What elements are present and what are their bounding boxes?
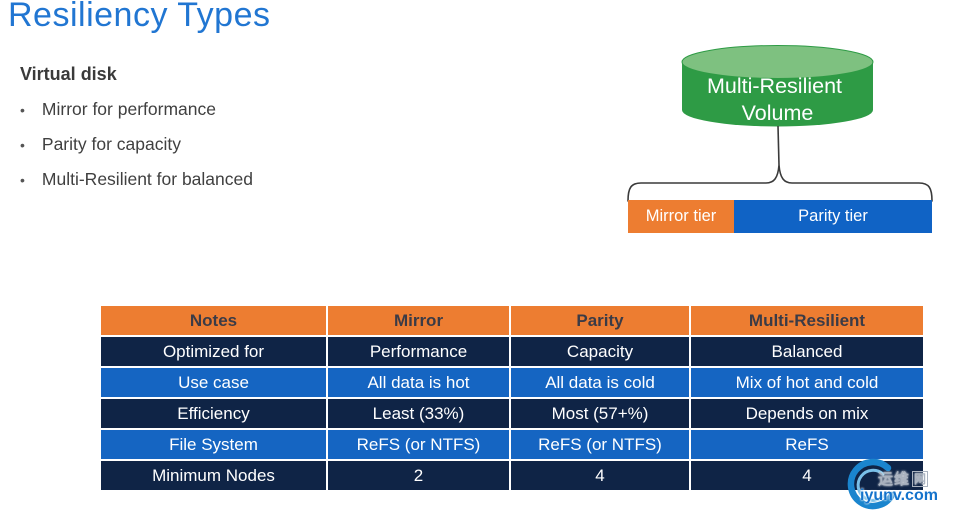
table-header-row: Notes Mirror Parity Multi-Resilient — [101, 306, 923, 335]
table-row: Efficiency Least (33%) Most (57+%) Depen… — [101, 399, 923, 428]
bullet-icon: • — [20, 137, 25, 153]
table-cell: Performance — [328, 337, 509, 366]
cylinder-top — [681, 45, 874, 79]
table-cell: All data is hot — [328, 368, 509, 397]
table-cell: 4 — [511, 461, 689, 490]
table-row: Use case All data is hot All data is col… — [101, 368, 923, 397]
table-cell: All data is cold — [511, 368, 689, 397]
table-cell: Minimum Nodes — [101, 461, 326, 490]
bullet-text: Parity for capacity — [41, 134, 181, 154]
connector-line — [777, 125, 780, 166]
table-cell: ReFS — [691, 430, 923, 459]
virtual-disk-panel: Virtual disk • Mirror for performance • … — [20, 64, 360, 190]
watermark-cn-boxed: 网 — [912, 470, 929, 487]
list-item: • Multi-Resilient for balanced — [20, 169, 360, 190]
table-cell: Depends on mix — [691, 399, 923, 428]
watermark-cn-text: 运维 网 — [878, 470, 929, 488]
list-item: • Mirror for performance — [20, 99, 360, 120]
watermark-url: iyunv.com — [860, 487, 938, 504]
mirror-tier-label: Mirror tier — [645, 207, 717, 225]
list-item: • Parity for capacity — [20, 134, 360, 155]
bullet-list: • Mirror for performance • Parity for ca… — [20, 99, 360, 190]
bullet-icon: • — [20, 172, 25, 188]
table-header-parity: Parity — [511, 306, 689, 335]
table-row: Minimum Nodes 2 4 4 — [101, 461, 923, 490]
table-cell: Use case — [101, 368, 326, 397]
bullet-text: Multi-Resilient for balanced — [41, 169, 253, 189]
table-cell: Optimized for — [101, 337, 326, 366]
table-cell: ReFS (or NTFS) — [328, 430, 509, 459]
table-cell: Efficiency — [101, 399, 326, 428]
table-cell: Capacity — [511, 337, 689, 366]
resiliency-table: Notes Mirror Parity Multi-Resilient Opti… — [99, 304, 925, 492]
brace-icon — [627, 164, 933, 202]
cylinder-bottom — [682, 93, 873, 127]
table-cell: Most (57+%) — [511, 399, 689, 428]
table-cell: File System — [101, 430, 326, 459]
table-header-mirror: Mirror — [328, 306, 509, 335]
bullet-text: Mirror for performance — [41, 99, 216, 119]
table-cell: Balanced — [691, 337, 923, 366]
watermark: 运维 网 iyunv.com — [845, 456, 953, 513]
table-header-multi-resilient: Multi-Resilient — [691, 306, 923, 335]
table-cell: Mix of hot and cold — [691, 368, 923, 397]
virtual-disk-heading: Virtual disk — [20, 64, 117, 84]
table-cell: Least (33%) — [328, 399, 509, 428]
tier-bar: Mirror tier Parity tier — [628, 200, 932, 233]
table-cell: 2 — [328, 461, 509, 490]
mirror-tier: Mirror tier — [628, 200, 734, 233]
table-header-notes: Notes — [101, 306, 326, 335]
cylinder-body — [682, 62, 873, 110]
watermark-swoosh-icon — [847, 458, 896, 510]
page-title: Resiliency Types — [8, 0, 271, 34]
parity-tier-label: Parity tier — [798, 207, 868, 225]
cylinder-label: Multi-Resilient Volume — [707, 74, 848, 125]
table-row: Optimized for Performance Capacity Balan… — [101, 337, 923, 366]
bullet-icon: • — [20, 102, 25, 118]
parity-tier: Parity tier — [734, 200, 932, 233]
table-row: File System ReFS (or NTFS) ReFS (or NTFS… — [101, 430, 923, 459]
table-cell: ReFS (or NTFS) — [511, 430, 689, 459]
